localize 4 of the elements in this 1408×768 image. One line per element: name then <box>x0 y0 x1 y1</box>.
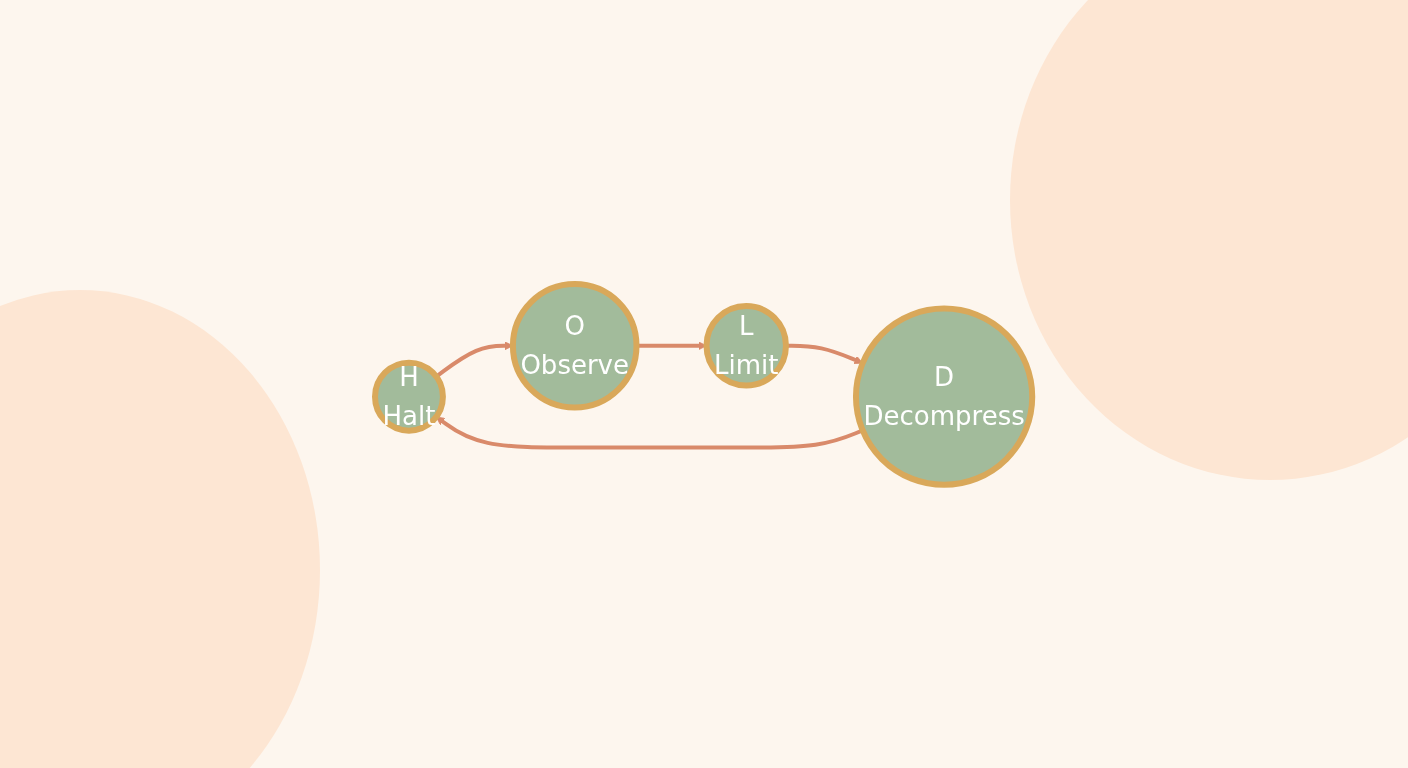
node-circle: H Halt <box>372 359 447 434</box>
node-circle: L Limit <box>703 302 790 389</box>
node-circle: O Observe <box>510 280 640 411</box>
node-circle: D Decompress <box>853 305 1036 488</box>
